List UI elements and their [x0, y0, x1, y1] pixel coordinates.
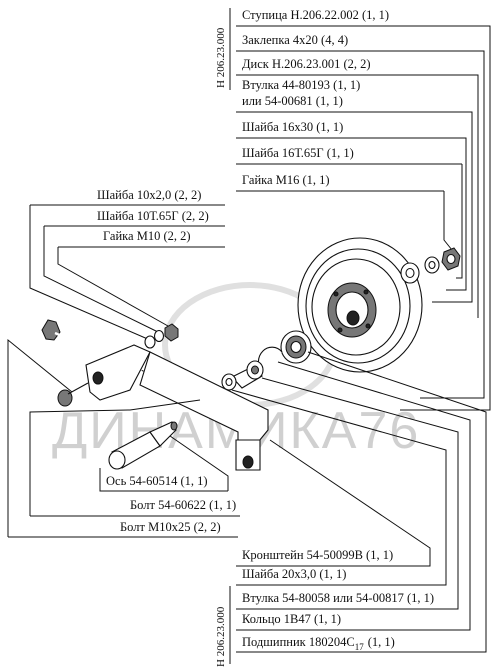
- label-bushing-2: Втулка 54-80058 или 54-00817 (1, 1): [242, 591, 434, 605]
- left-fasteners: [144, 323, 179, 349]
- bottom-group-code: Н 206.23.000: [215, 606, 227, 667]
- pulley-disc: [297, 237, 423, 373]
- label-nut-m16: Гайка М16 (1, 1): [242, 173, 330, 187]
- label-washer-16t: Шайба 16Т.65Г (1, 1): [242, 146, 354, 160]
- label-bearing: Подшипник 180204С17(1, 1): [242, 635, 395, 652]
- label-bolt-m10x25: Болт М10х25 (2, 2): [120, 520, 221, 534]
- bracket: [85, 344, 269, 471]
- label-hub: Ступица Н.206.22.002 (1, 1): [242, 8, 389, 22]
- bushing: [231, 360, 264, 389]
- washer-20: [221, 373, 237, 391]
- label-bolt-54-60622: Болт 54-60622 (1, 1): [130, 498, 236, 512]
- label-washer-16x30: Шайба 16х30 (1, 1): [242, 120, 343, 134]
- upper-right-fasteners: [400, 247, 461, 284]
- label-bracket: Кронштейн 54-50099В (1, 1): [242, 548, 393, 562]
- top-leaders: [400, 25, 491, 411]
- label-ring: Кольцо 1В47 (1, 1): [242, 612, 341, 626]
- label-bushing-1: Втулка 44-80193 (1, 1): [242, 78, 360, 92]
- label-axle: Ось 54-60514 (1, 1): [106, 474, 208, 488]
- axle: [108, 421, 178, 470]
- label-washer-10t: Шайба 10Т.65Г (2, 2): [97, 209, 209, 223]
- bearing: [280, 330, 312, 364]
- bottom-left-labels: Ось 54-60514 (1, 1) Болт 54-60622 (1, 1)…: [7, 338, 240, 538]
- left-upper-labels: Шайба 10х2,0 (2, 2) Шайба 10Т.65Г (2, 2)…: [29, 188, 225, 341]
- label-disc: Диск Н.206.23.001 (2, 2): [242, 57, 371, 71]
- top-group-code: Н 206.23.000: [215, 27, 227, 88]
- bolt-m10x25: [57, 382, 89, 407]
- label-rivet: Заклепка 4х20 (4, 4): [242, 33, 348, 47]
- bottom-right-labels: Кронштейн 54-50099В (1, 1) Шайба 20х3,0 …: [215, 351, 487, 667]
- label-nut-m10: Гайка М10 (2, 2): [103, 229, 191, 243]
- top-label-block: Н 206.23.000 Ступица Н.206.22.002 (1, 1)…: [215, 8, 462, 192]
- label-bushing-1-alt: или 54-00681 (1, 1): [242, 94, 343, 108]
- label-washer-20: Шайба 20х3,0 (1, 1): [242, 567, 346, 581]
- label-washer-10x2: Шайба 10х2,0 (2, 2): [97, 188, 201, 202]
